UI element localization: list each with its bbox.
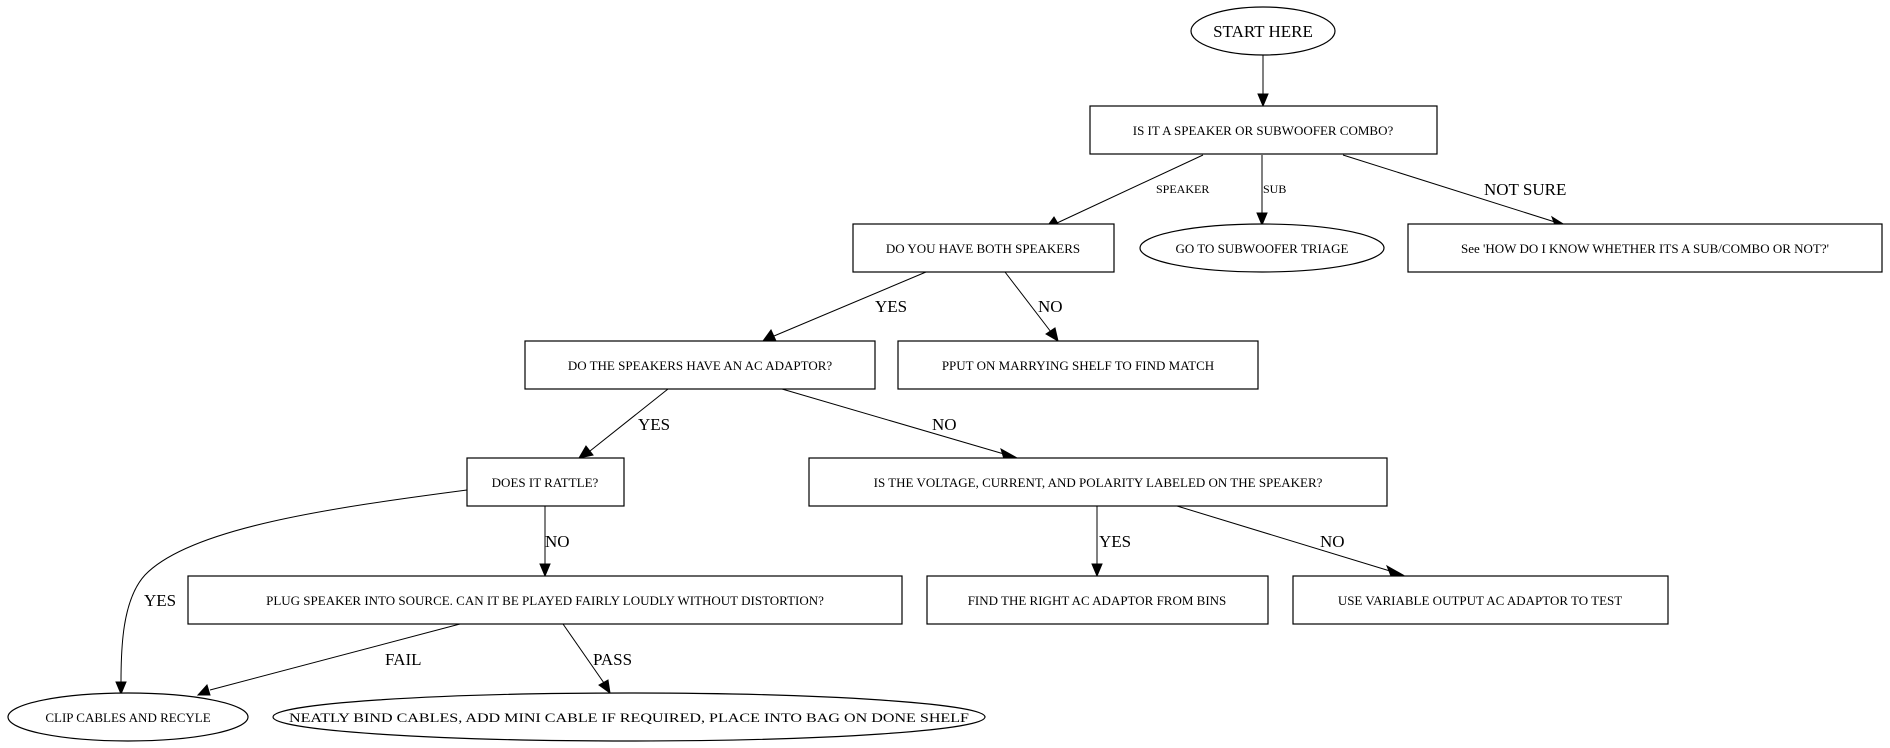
node-not-sure-ref: See 'HOW DO I KNOW WHETHER ITS A SUB/COM…: [1407, 223, 1883, 273]
node-label: DO THE SPEAKERS HAVE AN AC ADAPTOR?: [568, 358, 833, 373]
edge-line: [1176, 505, 1391, 572]
node-speaker-or-sub: IS IT A SPEAKER OR SUBWOOFER COMBO?: [1089, 105, 1438, 155]
edge-voltage-no: NO: [1176, 505, 1405, 577]
node-shape-box: [897, 340, 1259, 390]
node-label: GO TO SUBWOOFER TRIAGE: [1176, 241, 1349, 256]
edge-line: [589, 388, 669, 452]
arrowhead-icon: [539, 563, 551, 578]
edge-line: [209, 623, 461, 691]
edge-ac-adaptor-no: NO: [781, 388, 1019, 460]
node-done-shelf: NEATLY BIND CABLES, ADD MINI CABLE IF RE…: [272, 692, 986, 742]
edge-label-yes: YES: [875, 297, 907, 316]
node-label: DOES IT RATTLE?: [492, 475, 599, 490]
node-label: CLIP CABLES AND RECYLE: [45, 710, 210, 725]
node-label: See 'HOW DO I KNOW WHETHER ITS A SUB/COM…: [1461, 241, 1829, 256]
edge-both-speakers-yes: YES: [762, 271, 927, 342]
edge-label-no: NO: [1320, 532, 1345, 551]
edge-label-fail: FAIL: [385, 650, 422, 669]
edge-sub: SUB: [1256, 155, 1286, 227]
node-shape-box: [466, 457, 625, 507]
node-label: NEATLY BIND CABLES, ADD MINI CABLE IF RE…: [289, 710, 969, 725]
edge-rattle-no: NO: [539, 506, 570, 578]
node-both-speakers: DO YOU HAVE BOTH SPEAKERS: [852, 223, 1115, 273]
edge-line: [781, 388, 1005, 455]
node-shape-box: [1292, 575, 1669, 625]
edge-label-not-sure: NOT SURE: [1484, 180, 1566, 199]
edge-line: [1342, 154, 1556, 223]
edge-line: [562, 623, 605, 684]
node-plug-test: PLUG SPEAKER INTO SOURCE. CAN IT BE PLAY…: [187, 575, 903, 625]
node-shape-box: [187, 575, 903, 625]
node-label: IS THE VOLTAGE, CURRENT, AND POLARITY LA…: [874, 475, 1323, 490]
node-shape-ellipse: [272, 692, 986, 742]
node-shape-ellipse: [1139, 223, 1385, 273]
node-variable-adaptor: USE VARIABLE OUTPUT AC ADAPTOR TO TEST: [1292, 575, 1669, 625]
edge-label-no: NO: [932, 415, 957, 434]
arrowhead-icon: [1091, 563, 1103, 578]
node-shape-box: [852, 223, 1115, 273]
node-label: IS IT A SPEAKER OR SUBWOOFER COMBO?: [1133, 123, 1394, 138]
edge-label-sub: SUB: [1263, 182, 1286, 196]
edge-label-yes: YES: [144, 591, 176, 610]
arrowhead-icon: [598, 679, 611, 695]
node-start: START HERE: [1190, 6, 1336, 56]
node-label: START HERE: [1213, 22, 1313, 41]
edge-ac-adaptor-yes: YES: [577, 388, 670, 459]
node-shape-box: [808, 457, 1388, 507]
node-ac-adaptor: DO THE SPEAKERS HAVE AN AC ADAPTOR?: [524, 340, 876, 390]
edge-label-yes: YES: [638, 415, 670, 434]
node-label: DO YOU HAVE BOTH SPEAKERS: [886, 241, 1080, 256]
node-label: PPUT ON MARRYING SHELF TO FIND MATCH: [942, 358, 1214, 373]
edge-label-no: NO: [1038, 297, 1063, 316]
arrowhead-icon: [1257, 93, 1269, 108]
arrowhead-icon: [1386, 564, 1405, 577]
node-find-adaptor: FIND THE RIGHT AC ADAPTOR FROM BINS: [926, 575, 1269, 625]
node-voltage-labeled: IS THE VOLTAGE, CURRENT, AND POLARITY LA…: [808, 457, 1388, 507]
edge-not-sure: NOT SURE: [1342, 154, 1570, 229]
edge-plug-pass: PASS: [562, 623, 632, 695]
node-shape-box: [524, 340, 876, 390]
edge-line: [1004, 271, 1052, 333]
edge-label-speaker: SPEAKER: [1156, 182, 1209, 196]
edge-label-no: NO: [545, 532, 570, 551]
node-shape-ellipse: [1190, 6, 1336, 56]
edge-voltage-yes: YES: [1091, 506, 1131, 578]
edge-both-speakers-no: NO: [1004, 271, 1063, 343]
arrowhead-icon: [196, 684, 211, 696]
node-marrying-shelf: PPUT ON MARRYING SHELF TO FIND MATCH: [897, 340, 1259, 390]
node-sub-triage: GO TO SUBWOOFER TRIAGE: [1139, 223, 1385, 273]
edge-label-pass: PASS: [593, 650, 632, 669]
node-label: PLUG SPEAKER INTO SOURCE. CAN IT BE PLAY…: [266, 593, 824, 608]
node-recycle: CLIP CABLES AND RECYLE: [7, 692, 249, 742]
edge-plug-fail: FAIL: [196, 623, 461, 696]
edge-line: [120, 489, 468, 683]
node-shape-ellipse: [7, 692, 249, 742]
arrowhead-icon: [1256, 212, 1268, 227]
edge-label-yes: YES: [1099, 532, 1131, 551]
node-label: USE VARIABLE OUTPUT AC ADAPTOR TO TEST: [1338, 593, 1622, 608]
node-shape-box: [926, 575, 1269, 625]
edge-rattle-yes: YES: [115, 489, 468, 696]
edge-line: [773, 271, 927, 337]
node-shape-box: [1407, 223, 1883, 273]
edge-start-to-speaker-or-sub: [1257, 55, 1269, 108]
arrowhead-icon: [1045, 327, 1059, 343]
node-label: FIND THE RIGHT AC ADAPTOR FROM BINS: [968, 593, 1227, 608]
arrowhead-icon: [577, 445, 594, 459]
edge-line: [1056, 154, 1204, 224]
arrowhead-icon: [115, 681, 127, 696]
node-shape-box: [1089, 105, 1438, 155]
node-rattle: DOES IT RATTLE?: [466, 457, 625, 507]
edge-speaker: SPEAKER: [1044, 154, 1209, 229]
